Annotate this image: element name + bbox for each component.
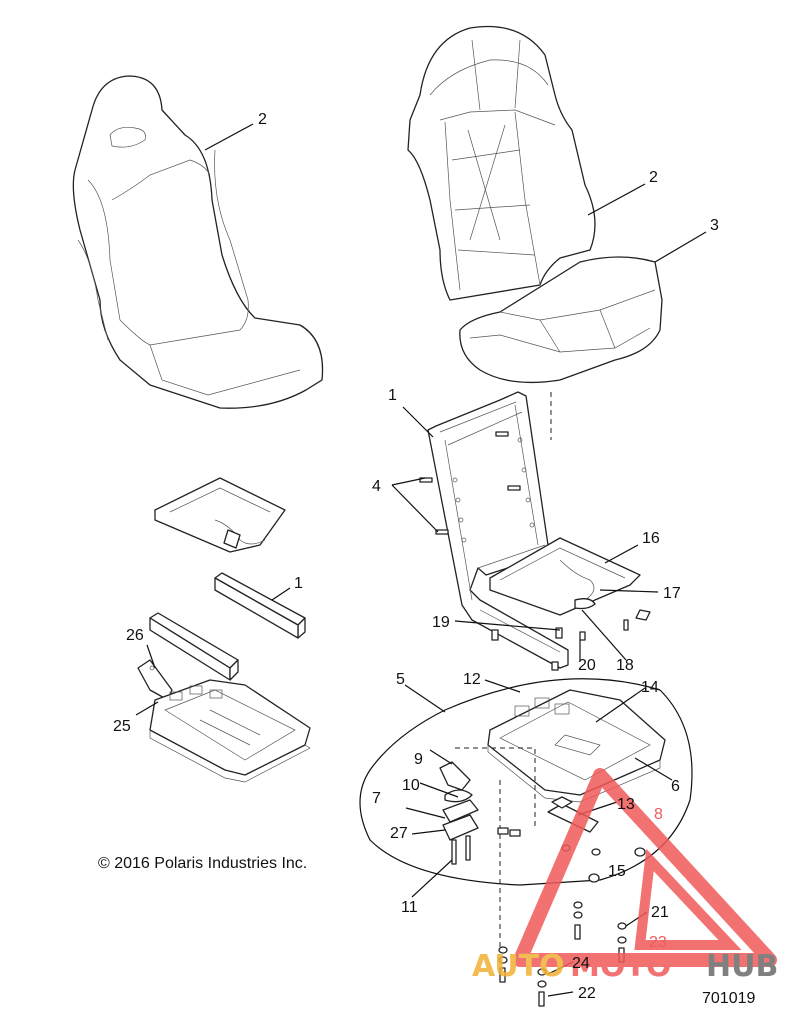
callout-2-left: 2 bbox=[258, 111, 267, 128]
callout-20: 20 bbox=[578, 657, 596, 674]
callout-24: 24 bbox=[572, 955, 590, 972]
left-seat-base bbox=[149, 679, 311, 783]
callout-labels: 2 2 3 1 4 16 17 1 19 26 20 18 12 5 14 25… bbox=[113, 111, 719, 1002]
callout-7: 7 bbox=[372, 790, 381, 807]
callout-1-frame: 1 bbox=[388, 387, 397, 404]
frame-bolts bbox=[419, 431, 521, 535]
watermark-part1: AUTO bbox=[472, 949, 565, 984]
callout-9: 9 bbox=[414, 751, 423, 768]
watermark-triangle-outer bbox=[513, 768, 777, 967]
latch-components bbox=[439, 761, 521, 865]
callout-8: 8 bbox=[654, 806, 663, 823]
right-seat-assembly bbox=[407, 25, 663, 384]
callout-10: 10 bbox=[402, 777, 420, 794]
leader-lines bbox=[135, 123, 707, 997]
callout-4: 4 bbox=[372, 478, 381, 495]
watermark-logo: AUTO MOTO HUB bbox=[472, 768, 778, 984]
callout-27: 27 bbox=[390, 825, 408, 842]
callout-14: 14 bbox=[641, 679, 659, 696]
strap-part bbox=[137, 659, 173, 701]
callout-2-right: 2 bbox=[649, 169, 658, 186]
assembly-group-outline bbox=[359, 678, 693, 886]
callout-15: 15 bbox=[608, 863, 626, 880]
callout-22: 22 bbox=[578, 985, 596, 1002]
watermark-triangle-inner bbox=[634, 848, 742, 950]
seat-slider-bracket bbox=[489, 537, 651, 631]
callout-6: 6 bbox=[671, 778, 680, 795]
callout-16: 16 bbox=[642, 530, 660, 547]
callout-13: 13 bbox=[617, 796, 635, 813]
callout-17: 17 bbox=[663, 585, 681, 602]
callout-12: 12 bbox=[463, 671, 481, 688]
copyright-text: © 2016 Polaris Industries Inc. bbox=[98, 855, 308, 872]
seat-frame bbox=[427, 391, 569, 669]
callout-18: 18 bbox=[616, 657, 634, 674]
callout-26: 26 bbox=[126, 627, 144, 644]
callout-23: 23 bbox=[649, 934, 667, 951]
right-seat-base bbox=[487, 689, 666, 803]
left-seat-shell bbox=[72, 75, 324, 409]
drawing-number: 701019 bbox=[702, 990, 756, 1007]
callout-25: 25 bbox=[113, 718, 131, 735]
callout-19: 19 bbox=[432, 614, 450, 631]
hidden-lines bbox=[455, 747, 536, 950]
left-seat-bracket-plate bbox=[154, 477, 286, 553]
left-tube-part bbox=[214, 572, 306, 639]
watermark-part2: MOTO bbox=[570, 949, 671, 984]
callout-21: 21 bbox=[651, 904, 669, 921]
callout-1-tube: 1 bbox=[294, 575, 303, 592]
callout-11: 11 bbox=[401, 899, 418, 916]
left-rail-part bbox=[149, 612, 239, 681]
callout-3: 3 bbox=[710, 217, 719, 234]
callout-5: 5 bbox=[396, 671, 405, 688]
watermark-part3: HUB bbox=[706, 949, 778, 984]
frame-lower-bolts bbox=[491, 627, 586, 671]
